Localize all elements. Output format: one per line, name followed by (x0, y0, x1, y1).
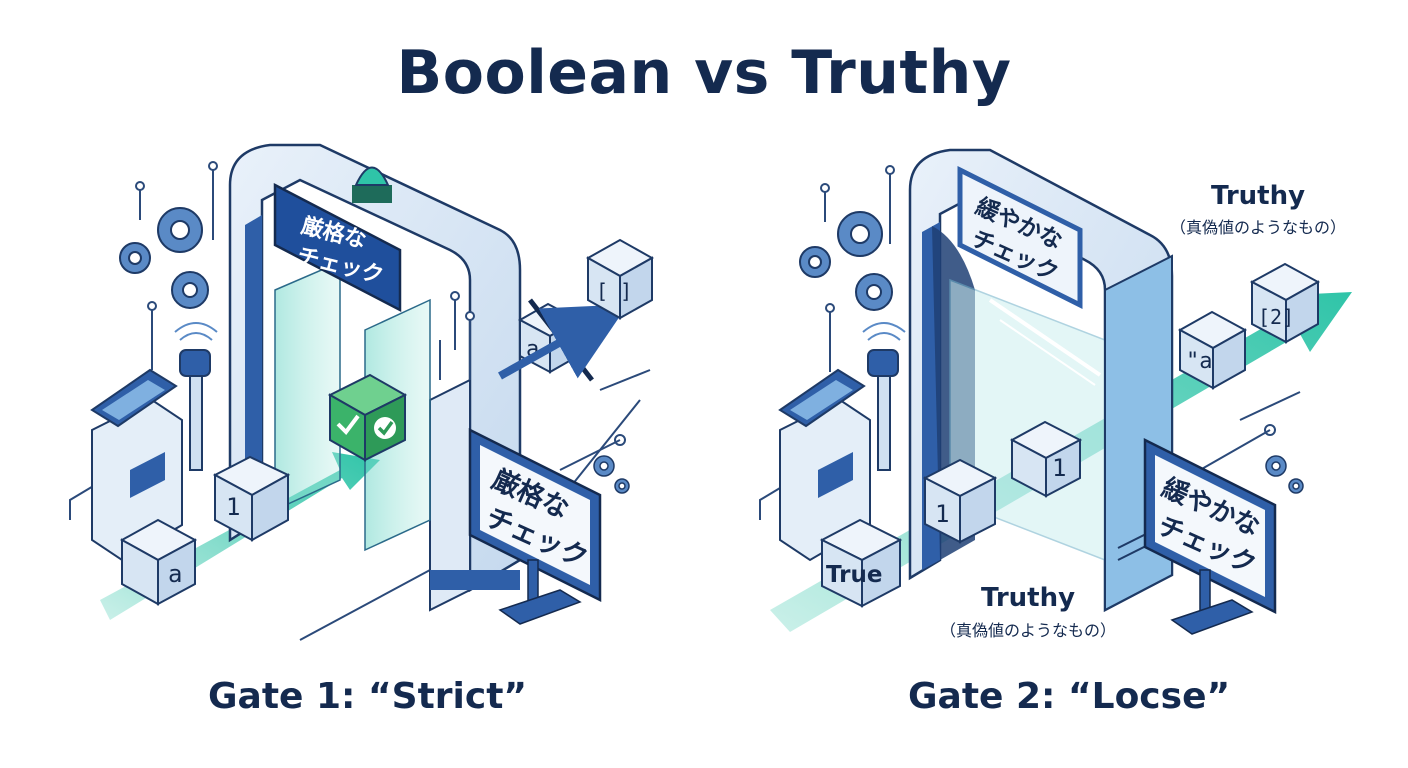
cube-a-strict-front-label: a (168, 560, 182, 588)
cube-a-strict-front: a (119, 518, 198, 606)
truthy-label-right-subtitle: （真偽値のようなもの） (1170, 218, 1346, 237)
cube-1-loose-back-label: 1 (1052, 454, 1066, 482)
kiosk-right (778, 368, 871, 562)
truthy-label-bottom-subtitle: （真偽値のようなもの） (940, 621, 1116, 640)
cube-1-loose-front-label: 1 (935, 500, 949, 528)
cube-list-loose-label: [2] (1258, 305, 1294, 329)
cube-a-loose-label: "a (1186, 349, 1213, 374)
caption-gate-1: Gate 1: “Strict” (208, 676, 528, 717)
cube-1-loose-back: 1 (1009, 420, 1083, 498)
gear-icon (593, 455, 630, 494)
gear-icon (119, 207, 209, 309)
gate-loose: 緩やかな チェック True 1 1 (759, 148, 1352, 640)
cube-list-loose: [2] (1249, 262, 1321, 344)
circuit-lines-right (759, 391, 1301, 520)
sign-front-loose: 緩やかな チェック (1143, 437, 1277, 635)
sign-front-strict: 厳格な チェック (468, 427, 602, 625)
gate-strict: 厳格な チェック a (69, 143, 655, 641)
truthy-label-bottom-title: Truthy (981, 583, 1075, 613)
cube-1-loose-front: 1 (922, 458, 998, 544)
cube-1-strict-label: 1 (226, 493, 240, 521)
cube-a-loose: "a (1177, 310, 1248, 390)
cube-true-label: True (826, 562, 882, 588)
cube-true: True (819, 518, 903, 608)
check-cube (327, 373, 408, 462)
truthy-label-right-title: Truthy (1211, 181, 1305, 211)
page-title: Boolean vs Truthy (396, 38, 1012, 108)
check-icon (377, 420, 394, 436)
scanner-post-left (174, 322, 218, 471)
check-icon (336, 414, 360, 436)
cube-a-rejected: a (498, 298, 628, 382)
cube-list-strict: [ ] (585, 238, 655, 320)
circuit-nodes-right (820, 165, 895, 372)
gear-icon (799, 211, 893, 311)
gear-icon (1265, 455, 1304, 494)
sign-top-loose: 緩やかな チェック (957, 165, 1083, 310)
caption-gate-2: Gate 2: “Locse” (908, 676, 1231, 717)
cube-1-strict: 1 (212, 455, 291, 542)
scanner-post-right (862, 322, 906, 471)
circuit-nodes-left (135, 161, 218, 370)
cube-list-strict-label: [ ] (596, 279, 632, 303)
